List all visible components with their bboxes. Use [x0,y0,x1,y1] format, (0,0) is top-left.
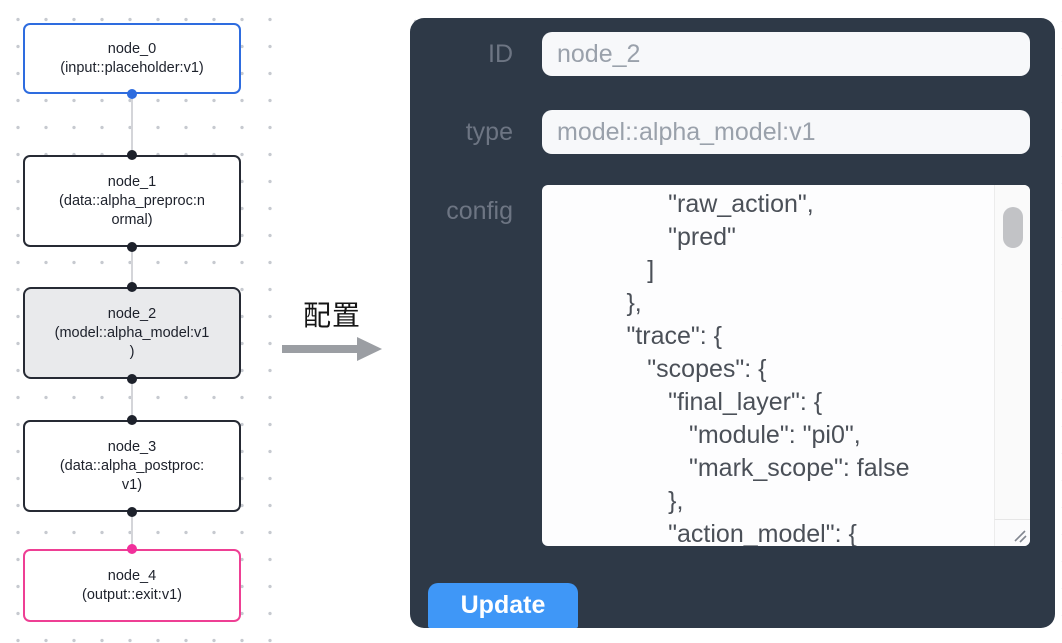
node2-output-handle[interactable] [127,374,137,384]
config-annotation: 配置 [280,300,384,361]
node-title: node_0 [107,40,157,57]
node-subtitle: (data::alpha_preproc:n ormal) [59,192,205,228]
node1-output-handle[interactable] [127,242,137,252]
flow-node-node_3[interactable]: node_3 (data::alpha_postproc: v1) [23,420,241,512]
config-textarea[interactable]: "raw_action", "pred" ] }, "trace": { "sc… [542,185,1030,546]
node-subtitle: (output::exit:v1) [82,586,182,603]
config-scroll-corner [994,519,1030,546]
config-annotation-label: 配置 [302,300,361,331]
panel-canvas: ID type config "raw_action", "pred" ] },… [400,0,1062,628]
flow-canvas[interactable]: node_0 (input::placeholder:v1) node_1 (d… [0,0,274,643]
right-arrow-icon [280,337,384,361]
node-subtitle: (model::alpha_model:v1 ) [54,324,210,360]
node-title: node_3 [107,438,157,455]
config-field-label: config [446,197,513,225]
node-title: node_1 [107,173,157,190]
type-field-label: type [465,118,513,146]
node4-input-handle[interactable] [127,544,137,554]
node-subtitle: (data::alpha_postproc: v1) [59,457,205,493]
config-scrollbar-thumb[interactable] [1003,207,1023,248]
config-json-text: "raw_action", "pred" ] }, "trace": { "sc… [626,190,910,546]
flow-node-node_1[interactable]: node_1 (data::alpha_preproc:n ormal) [23,155,241,247]
node2-input-handle[interactable] [127,282,137,292]
node-subtitle: (input::placeholder:v1) [60,59,204,76]
node1-input-handle[interactable] [127,150,137,160]
flow-node-node_2-selected[interactable]: node_2 (model::alpha_model:v1 ) [23,287,241,379]
node3-input-handle[interactable] [127,415,137,425]
id-field-label: ID [488,40,513,68]
id-input[interactable] [542,32,1030,76]
edge-node1-node2 [131,247,133,287]
edge-node2-node3 [131,379,133,420]
resize-handle-icon[interactable] [1011,527,1027,543]
node3-output-handle[interactable] [127,507,137,517]
edge-node0-node1 [131,94,133,155]
node-title: node_4 [107,567,157,584]
node-config-panel: ID type config "raw_action", "pred" ] },… [410,18,1055,628]
edge-node3-node4 [131,512,133,549]
config-scrollbar-track[interactable] [994,185,1030,519]
update-button[interactable]: Update [428,583,578,628]
flow-node-node_0[interactable]: node_0 (input::placeholder:v1) [23,23,241,94]
flow-node-node_4[interactable]: node_4 (output::exit:v1) [23,549,241,622]
type-input[interactable] [542,110,1030,154]
node0-output-handle[interactable] [127,89,137,99]
node-title: node_2 [107,305,157,322]
